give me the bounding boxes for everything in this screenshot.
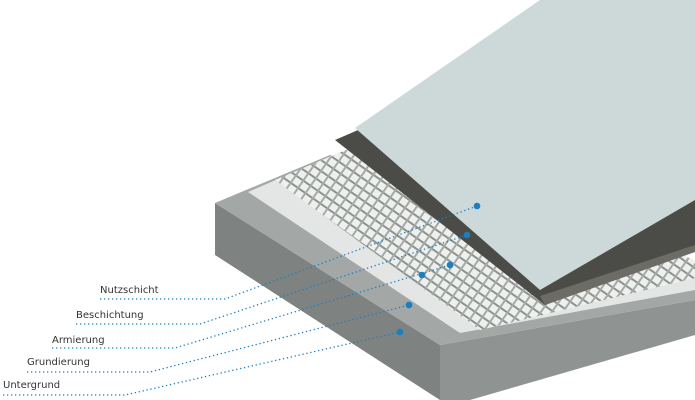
beschichtung-edge [540,245,695,305]
marker-dot [463,231,471,239]
marker-dot [405,301,413,309]
nutzschicht-layer [355,0,695,290]
leader-line-grundierung [27,304,410,373]
label-beschichtung: Beschichtung [76,310,144,321]
label-nutzschicht: Nutzschicht [100,285,159,296]
marker-dot [396,328,404,336]
label-grundierung: Grundierung [27,357,90,368]
leader-line-beschichtung [76,234,468,325]
marker-dot [418,271,426,279]
leader-lines [3,202,481,396]
leader-line-untergrund [3,331,401,396]
leader-line-armierung [52,264,451,349]
untergrund-side-face [215,203,440,400]
untergrund-front-face [440,300,695,400]
marker-dot [446,261,454,269]
label-untergrund: Untergrund [3,380,61,391]
label-armierung: Armierung [52,335,105,346]
leader-line-nutzschicht [100,205,478,300]
marker-dot [473,202,481,210]
